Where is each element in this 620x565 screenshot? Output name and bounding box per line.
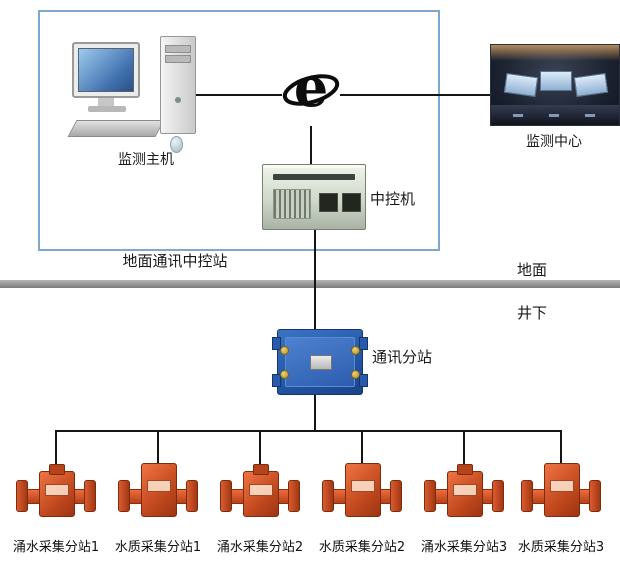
monitor-base	[88, 106, 126, 112]
power-button-dot	[175, 97, 181, 103]
line-server-to-substation	[314, 226, 316, 332]
device-cap	[457, 464, 473, 475]
device-tag	[351, 480, 375, 492]
flange-icon	[589, 480, 601, 512]
console-screen-dot	[549, 114, 559, 117]
server-vents	[273, 189, 311, 219]
flange-icon	[118, 480, 130, 512]
device-cap	[253, 464, 269, 475]
flange-icon	[84, 480, 96, 512]
drop-line-1	[55, 430, 57, 470]
internet-e-icon: e	[282, 58, 340, 126]
cable-gland	[351, 346, 360, 355]
ground-station-label: 地面通讯中控站	[122, 252, 228, 270]
internet-e-glyph: e	[282, 58, 340, 119]
drive-bay	[165, 55, 191, 63]
flange-icon	[220, 480, 232, 512]
device-tag	[550, 480, 574, 492]
host-label: 监测主机	[118, 152, 174, 168]
pc-tower-icon	[160, 36, 196, 134]
drop-line-3	[259, 430, 261, 470]
host-computer	[66, 36, 196, 154]
flange-icon	[288, 480, 300, 512]
device-tag	[453, 484, 477, 496]
flange-icon	[16, 480, 28, 512]
server-vent-square	[319, 193, 338, 212]
flange-icon	[521, 480, 533, 512]
ceiling-glow	[491, 45, 619, 61]
surface-label: 地面	[516, 261, 547, 279]
console-desk	[491, 105, 619, 125]
mounting-ear	[359, 374, 368, 387]
mounting-ear	[272, 374, 281, 387]
console-screen-dot	[513, 114, 523, 117]
cable-gland	[280, 346, 289, 355]
drop-line-2	[157, 430, 159, 470]
control-server	[262, 164, 366, 230]
device-label: 水质采集分站1	[114, 540, 202, 555]
keyboard-icon	[67, 120, 165, 137]
console-screen-dot	[585, 114, 595, 117]
device-label: 涌水采集分站2	[216, 540, 304, 555]
substation-label: 通讯分站	[372, 348, 433, 366]
server-slot	[273, 174, 355, 180]
svg-text:e: e	[294, 58, 328, 119]
monitoring-center-photo	[490, 44, 620, 126]
flange-icon	[390, 480, 402, 512]
monitor-stand	[98, 98, 114, 106]
line-host-to-center	[192, 94, 492, 96]
mounting-ear	[359, 337, 368, 350]
server-label: 中控机	[370, 190, 416, 208]
device-label: 涌水采集分站1	[12, 540, 100, 555]
drop-line-4	[361, 430, 363, 470]
wall-screen	[540, 71, 572, 91]
device-tag	[147, 480, 171, 492]
flange-icon	[492, 480, 504, 512]
flange-icon	[322, 480, 334, 512]
device-water-quality-3	[521, 462, 601, 526]
line-substation-to-bus	[314, 392, 316, 432]
device-label: 水质采集分站3	[517, 540, 605, 555]
monitor-icon	[72, 42, 140, 98]
drop-line-5	[463, 430, 465, 470]
device-tag	[45, 484, 69, 496]
device-water-quality-1	[118, 462, 198, 526]
line-internet-to-server	[310, 122, 312, 168]
device-label: 涌水采集分站3	[420, 540, 508, 555]
device-water-inflow-1	[16, 462, 96, 526]
center-label: 监测中心	[526, 134, 582, 150]
device-tag	[249, 484, 273, 496]
device-water-quality-2	[322, 462, 402, 526]
server-vent-square	[342, 193, 361, 212]
flange-icon	[186, 480, 198, 512]
monitor-screen	[78, 48, 134, 92]
device-label: 水质采集分站2	[318, 540, 406, 555]
wall-screen	[573, 72, 609, 98]
comm-substation-box	[272, 329, 368, 395]
device-water-inflow-2	[220, 462, 300, 526]
drive-bay	[165, 45, 191, 53]
flange-icon	[424, 480, 436, 512]
wall-screen	[503, 72, 539, 98]
device-water-inflow-3	[424, 462, 504, 526]
surface-divider	[0, 280, 620, 288]
mounting-ear	[272, 337, 281, 350]
underground-label: 井下	[516, 304, 547, 322]
cable-gland	[280, 370, 289, 379]
device-cap	[49, 464, 65, 475]
mouse-icon	[170, 136, 183, 153]
drop-line-6	[560, 430, 562, 470]
substation-nameplate	[310, 355, 332, 370]
cable-gland	[351, 370, 360, 379]
bus-line	[56, 430, 562, 432]
substation-panel	[285, 337, 355, 387]
